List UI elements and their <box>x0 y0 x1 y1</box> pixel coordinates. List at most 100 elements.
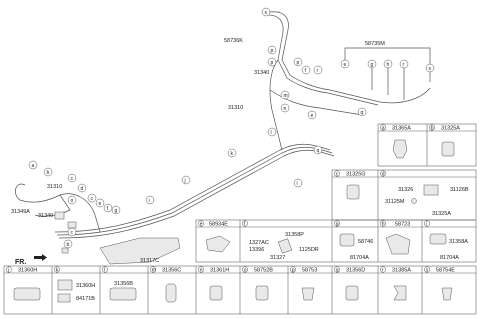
svg-text:j: j <box>7 267 9 273</box>
bracket-icon <box>277 238 293 254</box>
cell-q: q 31356D <box>333 266 365 301</box>
grommet-icon <box>441 141 455 157</box>
cell-s: s 58754E <box>423 266 455 301</box>
svg-text:c: c <box>336 171 339 177</box>
callout-label: o <box>71 198 74 204</box>
cell-n: n 31361H <box>197 266 229 301</box>
callout-label: r <box>317 68 319 74</box>
cell-a: a 31365A <box>379 124 411 159</box>
callout-label: h <box>387 62 390 68</box>
part-code: 1125DR <box>299 247 319 253</box>
svg-text:m: m <box>152 267 156 273</box>
callout-label: d <box>81 186 84 192</box>
callout-s <box>261 7 271 17</box>
clip-icon <box>57 279 73 291</box>
clip-component <box>54 211 65 220</box>
cell-d: d 31326 31126B 31125M 31325A <box>379 170 469 217</box>
svg-text:e: e <box>200 221 203 227</box>
part-code: 81704A <box>350 255 369 261</box>
cell-c: c 31325G <box>333 170 366 200</box>
callout-label: j <box>184 178 186 184</box>
callout-label: a <box>32 163 35 169</box>
callout-label: b <box>47 170 50 176</box>
part-code: 31385A <box>392 268 411 274</box>
callout-label: f <box>305 68 307 74</box>
clip-component <box>67 221 77 229</box>
part-code: 31356B <box>114 281 133 287</box>
svg-text:q: q <box>336 267 339 273</box>
clip-icon <box>255 285 269 301</box>
part-code: 31327 <box>270 255 285 261</box>
part-code: 58746 <box>358 239 373 245</box>
part-code: 84171B <box>76 296 95 302</box>
part-code: 31325A <box>432 211 451 217</box>
part-code: 1327AC <box>249 240 269 246</box>
svg-text:o: o <box>244 267 247 273</box>
cell-m: m 31356C <box>149 266 181 303</box>
part-label: 31349A <box>11 209 30 215</box>
grommet-icon <box>346 184 360 200</box>
bracket-icon <box>423 184 439 196</box>
svg-text:n: n <box>200 267 203 273</box>
part-label: 31340 <box>38 213 53 219</box>
cell-h: h 58723 <box>379 220 411 255</box>
svg-text:a: a <box>382 125 385 131</box>
callout-label: r <box>403 62 405 68</box>
part-code: 31360H <box>18 268 37 274</box>
callouts: s p p e g h r s p f r q m n e l k q i j … <box>28 7 435 249</box>
clip-icon <box>339 233 355 247</box>
part-label: 31317C <box>140 258 159 264</box>
heat-shield <box>99 237 181 265</box>
part-code: 31356D <box>346 268 365 274</box>
part-code: 58723 <box>395 222 410 228</box>
part-label: 31310 <box>47 184 62 190</box>
part-code: 58752B <box>254 268 273 274</box>
callout-label: k <box>231 151 234 157</box>
svg-text:k: k <box>56 267 59 273</box>
cell-i: i 31358A 81704A <box>423 220 468 261</box>
callout-label: b <box>67 242 70 248</box>
cell-r: r 31385A <box>379 266 411 301</box>
cell-e: e 58934E <box>197 220 231 253</box>
callout-label: e <box>344 62 347 68</box>
clip-icon <box>165 283 177 303</box>
callout-p <box>267 57 277 67</box>
part-label: 58736K <box>224 38 243 44</box>
callout-p <box>267 45 277 55</box>
clip-icon <box>385 233 411 255</box>
part-code: 31125M <box>385 199 405 205</box>
cell-j: j 31360H <box>5 266 41 301</box>
svg-text:b: b <box>431 125 434 131</box>
svg-text:l: l <box>104 267 105 273</box>
svg-text:i: i <box>426 221 427 227</box>
part-code: 31358P <box>285 232 304 238</box>
clip-icon <box>205 235 231 253</box>
part-code: 31325G <box>346 172 366 178</box>
callout-label: s <box>265 10 268 16</box>
cell-p: p 58753 <box>289 266 317 301</box>
clip-icon <box>345 285 359 301</box>
part-code: 31356C <box>162 268 181 274</box>
callout-label: c <box>71 230 74 236</box>
part-code: 31360H <box>76 283 95 289</box>
cell-l: l 31356B <box>101 266 137 301</box>
svg-text:g: g <box>336 221 339 227</box>
clip-icon <box>392 139 408 159</box>
cell-o: o 58752B <box>241 266 273 301</box>
callout-label: p <box>297 60 300 66</box>
callout-label: n <box>284 106 287 112</box>
clip-icon <box>441 287 453 301</box>
front-arrow-icon <box>34 254 47 261</box>
svg-text:p: p <box>292 267 295 273</box>
callout-label: c <box>91 196 94 202</box>
clip-icon <box>209 285 223 301</box>
clip-icon <box>429 233 447 245</box>
front-direction-label: FR. <box>15 259 26 266</box>
part-code: 31325A <box>441 126 460 132</box>
part-code: 31358A <box>449 239 468 245</box>
left-components <box>54 211 181 265</box>
part-label: 31310 <box>228 105 243 111</box>
part-code: 31126B <box>450 187 469 193</box>
callout-label: f <box>107 206 109 212</box>
